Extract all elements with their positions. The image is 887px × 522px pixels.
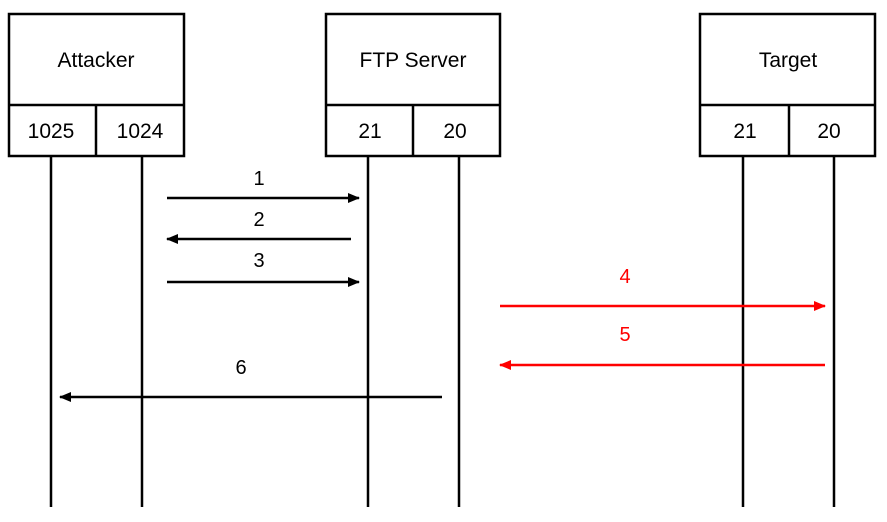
message-6: 6: [59, 357, 442, 402]
message-5: 5: [499, 324, 825, 370]
message-label: 1: [253, 168, 264, 190]
message-4: 4: [500, 266, 826, 311]
message-2: 2: [166, 209, 351, 244]
message-1: 1: [167, 168, 360, 203]
message-label: 3: [253, 250, 264, 272]
port-label: 20: [443, 120, 466, 143]
node-title: FTP Server: [360, 49, 467, 72]
node-ftp-server: FTP Server 21 20: [324, 12, 502, 158]
node-title: Attacker: [57, 49, 134, 72]
node-box: [698, 12, 877, 158]
node-title: Target: [759, 49, 818, 72]
message-3: 3: [167, 250, 360, 287]
message-label: 2: [253, 209, 264, 231]
message-label: 5: [619, 324, 630, 346]
port-label: 1025: [28, 120, 75, 143]
messages: 1 2 3 4 5 6: [59, 168, 826, 402]
port-label: 21: [733, 120, 756, 143]
node-target: Target 21 20: [698, 12, 877, 158]
message-label: 4: [619, 266, 630, 288]
port-label: 21: [358, 120, 381, 143]
port-label: 1024: [117, 120, 164, 143]
message-label: 6: [235, 357, 246, 379]
lifelines: [49, 157, 836, 507]
port-label: 20: [817, 120, 840, 143]
node-attacker: Attacker 1025 1024: [7, 12, 186, 158]
